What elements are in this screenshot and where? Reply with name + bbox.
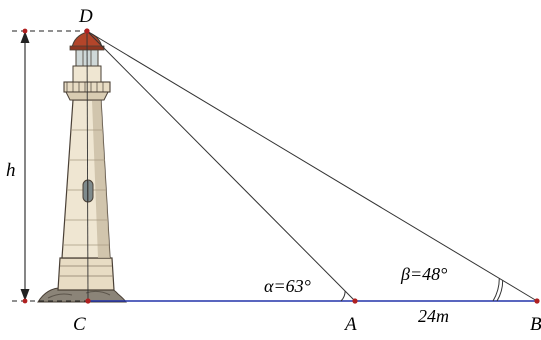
label-alpha: α=63°	[264, 276, 311, 296]
label-A: A	[343, 314, 357, 335]
point-D	[84, 28, 90, 34]
label-C: C	[73, 314, 86, 335]
segment-DB	[86, 30, 538, 302]
label-distance: 24m	[418, 306, 449, 326]
label-B: B	[530, 314, 541, 335]
point-A	[352, 298, 358, 304]
height-arrow	[20, 28, 30, 304]
angle-beta-arc-outer	[492, 278, 500, 302]
segment-DC	[86, 30, 89, 302]
segment-DA	[86, 30, 356, 302]
label-beta: β=48°	[400, 264, 447, 284]
lighthouse-illustration	[37, 28, 127, 303]
angle-beta-arc-inner	[496, 280, 504, 302]
label-D: D	[78, 6, 93, 27]
point-C	[85, 298, 91, 304]
label-h: h	[6, 160, 16, 181]
point-B	[534, 298, 540, 304]
angle-alpha-arc	[340, 290, 346, 302]
